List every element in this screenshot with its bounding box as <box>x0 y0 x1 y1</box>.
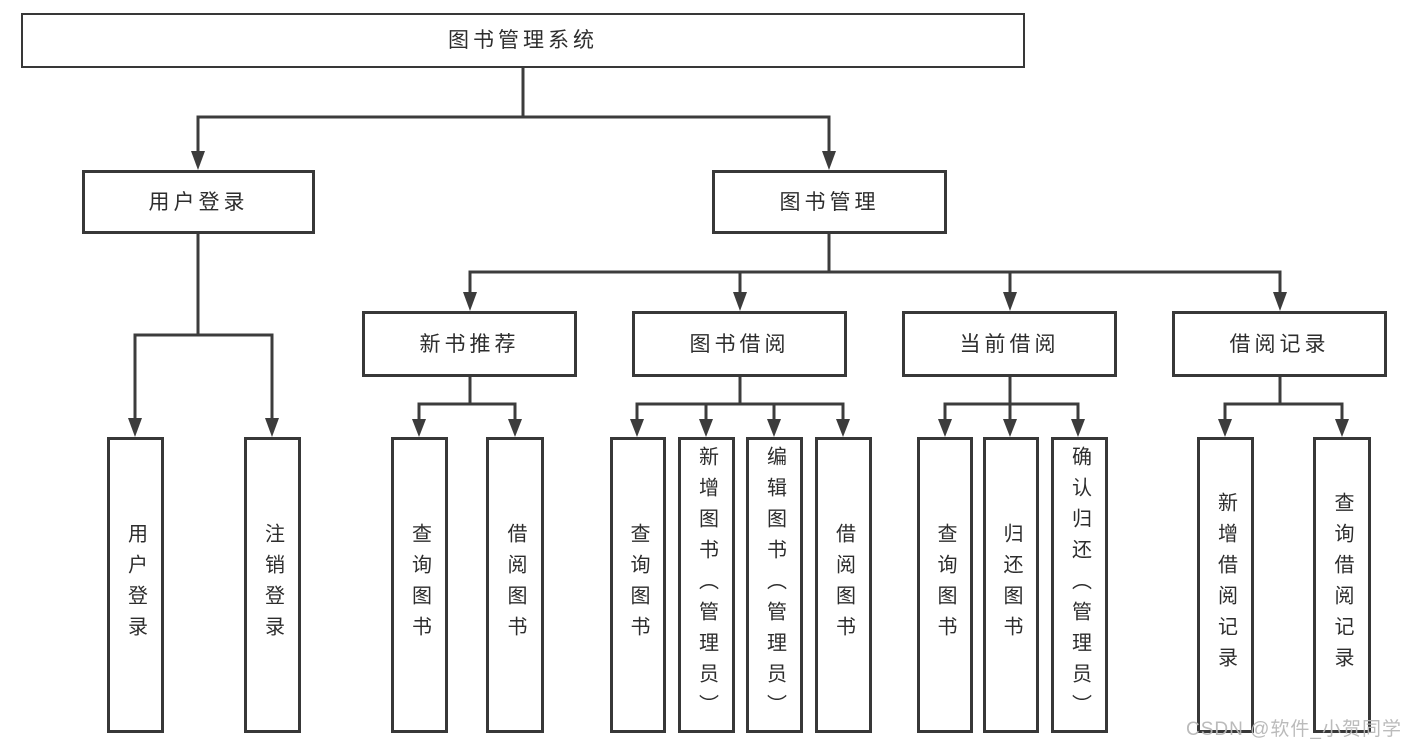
node-add-books-admin: 新增图书（管理员） <box>678 437 735 733</box>
node-label: 用户登录 <box>148 190 249 214</box>
node-current-borrowing: 当前借阅 <box>902 311 1117 377</box>
node-label: 当前借阅 <box>959 332 1060 356</box>
connector-current-borrowing <box>938 375 1085 437</box>
watermark-text: CSDN @软件_小贺同学 <box>1186 719 1402 740</box>
node-label: 查询图书 <box>408 523 431 647</box>
node-library-system: 图书管理系统 <box>21 13 1025 68</box>
node-label: 用户登录 <box>124 523 147 647</box>
node-borrow-books-2: 借阅图书 <box>815 437 872 733</box>
node-label: 编辑图书（管理员） <box>763 445 786 725</box>
node-label: 借阅图书 <box>504 523 526 647</box>
node-label: 图书借阅 <box>689 332 790 356</box>
node-book-mgmt: 图书管理 <box>712 170 947 234</box>
connector-user-login <box>128 232 279 437</box>
node-user-login-action: 用户登录 <box>107 437 164 733</box>
node-borrow-books-1: 借阅图书 <box>486 437 544 733</box>
node-label: 归还图书 <box>1000 523 1022 647</box>
node-user-login: 用户登录 <box>82 170 315 234</box>
node-book-borrowing: 图书借阅 <box>632 311 847 377</box>
node-label: 图书管理系统 <box>448 29 598 52</box>
node-edit-books-admin: 编辑图书（管理员） <box>746 437 803 733</box>
connector-borrowing-records <box>1218 375 1349 437</box>
node-query-books-3: 查询图书 <box>917 437 973 733</box>
connector-new-book-recommend <box>412 375 522 437</box>
connector-book-borrowing <box>630 375 850 437</box>
node-confirm-return-admin: 确认归还（管理员） <box>1051 437 1108 733</box>
node-label: 新增借阅记录 <box>1214 492 1237 678</box>
node-label: 新增图书（管理员） <box>695 445 718 725</box>
node-label: 借阅记录 <box>1229 332 1330 356</box>
connector-book-mgmt <box>463 232 1287 311</box>
connector-root <box>191 66 836 170</box>
node-new-book-recommend: 新书推荐 <box>362 311 577 377</box>
node-return-books: 归还图书 <box>983 437 1039 733</box>
node-label: 新书推荐 <box>419 332 520 356</box>
node-query-books-2: 查询图书 <box>610 437 666 733</box>
node-label: 借阅图书 <box>832 523 855 647</box>
node-label: 查询图书 <box>934 523 956 647</box>
node-query-books-1: 查询图书 <box>391 437 448 733</box>
node-label: 确认归还（管理员） <box>1068 445 1091 725</box>
node-label: 注销登录 <box>261 523 284 647</box>
node-borrowing-records: 借阅记录 <box>1172 311 1387 377</box>
node-label: 查询借阅记录 <box>1331 492 1353 678</box>
node-label: 查询图书 <box>627 523 649 647</box>
node-query-borrow-record: 查询借阅记录 <box>1313 437 1371 733</box>
node-add-borrow-record: 新增借阅记录 <box>1197 437 1254 733</box>
node-label: 图书管理 <box>779 190 880 214</box>
node-logout-action: 注销登录 <box>244 437 301 733</box>
